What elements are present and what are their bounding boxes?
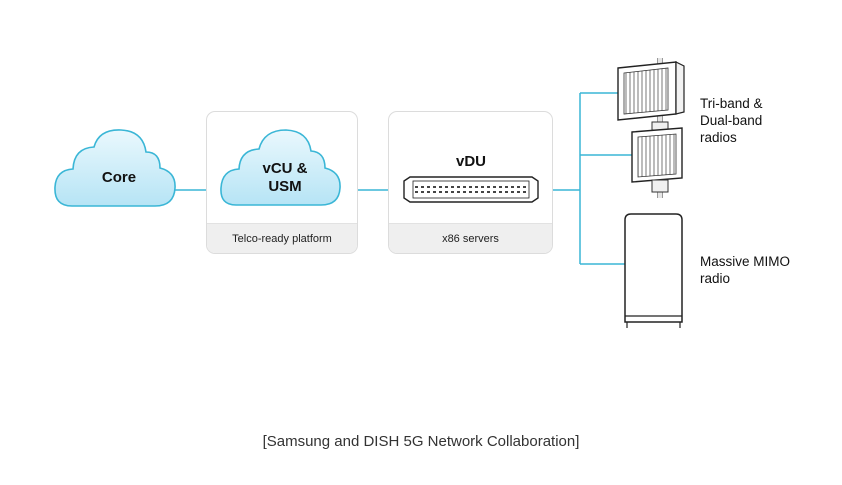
core-cloud: Core [54, 129, 176, 207]
vcu-label-line1: vCU & [262, 160, 307, 177]
mimo-radio-label-line2: radio [700, 271, 731, 286]
figure-caption: [Samsung and DISH 5G Network Collaborati… [262, 433, 580, 450]
vcu-cloud-icon: vCU & USM [220, 129, 341, 206]
vdu-label: vDU [456, 153, 486, 170]
core-label: Core [102, 169, 136, 186]
triband-radio-label-line1: Tri-band & [700, 96, 763, 111]
core-cloud-shape [54, 129, 176, 207]
triband-radio-label-line2: Dual-band [700, 113, 763, 128]
x86-servers-label: x86 servers [389, 223, 552, 253]
triband-radio-icon [617, 58, 685, 198]
vcu-label-line2: USM [268, 178, 301, 195]
mimo-radio-label: Massive MIMO radio [700, 253, 790, 287]
dualband-radio-icon [631, 121, 683, 193]
connector-lines [175, 92, 632, 265]
telco-ready-platform-label: Telco-ready platform [207, 223, 357, 253]
vdu-server-icon: vDU [403, 153, 539, 203]
mimo-radio-label-line1: Massive MIMO [700, 254, 791, 269]
triband-radio-label-line3: radios [700, 130, 737, 145]
massive-mimo-radio-icon [624, 213, 683, 328]
triband-radio-label: Tri-band & Dual-band radios [700, 95, 763, 146]
